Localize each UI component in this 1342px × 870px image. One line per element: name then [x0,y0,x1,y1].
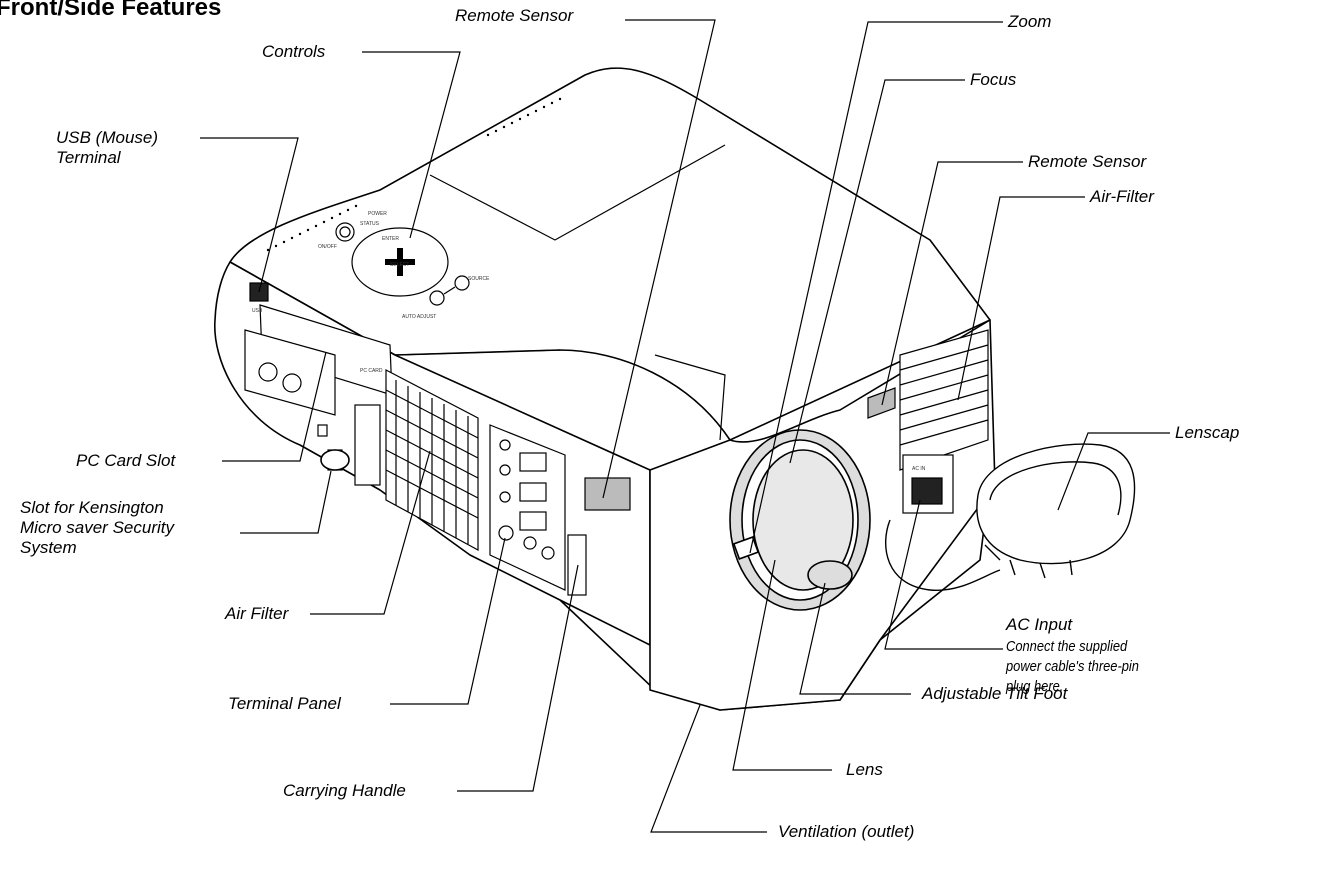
marking-pc-card: PC CARD [360,368,383,374]
leader-zoom [749,21,1003,554]
label-adjustable-tilt-foot: Adjustable Tilt Foot [922,684,1068,703]
leader-focus [789,79,965,464]
page-title: Front/Side Features [0,0,222,21]
source-button [454,275,470,291]
leader-terminal-panel [390,537,506,705]
projector-top-surface [229,67,991,441]
leader-usb [200,137,299,293]
leader-ac-input [884,499,1003,650]
label-kensington-line2: Micro saver Security [20,518,174,537]
label-terminal-panel: Terminal Panel [228,694,341,713]
label-carrying-handle: Carrying Handle [283,781,406,800]
label-ventilation: Ventilation (outlet) [778,822,915,841]
on-off-button [335,222,355,242]
lens-glass [752,449,854,591]
marking-enter: ENTER [382,236,399,242]
label-ac-input: AC Input [1006,615,1073,634]
marking-power: POWER [368,211,387,217]
leader-air-filter [310,450,431,615]
leader-remote-sensor-top [602,19,716,499]
label-air-filter-right: Air-Filter [1090,187,1154,206]
label-remote-sensor-right: Remote Sensor [1028,152,1147,171]
marking-select: SELECT [390,262,409,268]
leader-air-filter-right [957,196,1085,401]
marking-usb: USB [252,308,263,314]
label-air-filter: Air Filter [225,604,289,623]
label-ac-input-note: Connect the supplied power cable's three… [1006,638,1139,695]
leader-controls [362,51,461,239]
leader-pc-card [222,351,327,462]
marking-ac-in: AC IN [912,466,926,472]
label-pc-card-slot: PC Card Slot [76,451,176,470]
leader-ventilation [650,704,767,833]
leader-remote-sensor-right [881,161,1023,406]
lenscap-strap [884,519,1001,591]
label-remote-sensor-top: Remote Sensor [455,6,574,25]
tilt-foot-drawing [807,560,853,590]
label-controls: Controls [262,42,326,61]
label-usb-line1: USB (Mouse) [56,128,159,147]
label-zoom: Zoom [1008,12,1052,31]
label-kensington-line1: Slot for Kensington [20,498,164,517]
auto-adjust-button [429,290,445,306]
label-usb-terminal: USB (Mouse) Terminal [56,128,158,168]
label-focus: Focus [970,70,1017,89]
label-lens: Lens [846,760,883,779]
marking-on-off: ON/OFF [318,244,337,250]
label-usb-line2: Terminal [56,148,121,167]
marking-source: SOURCE [468,276,490,282]
leader-lens [732,559,832,771]
lenscap-drawing [976,443,1136,565]
air-filter-right-grille [899,329,989,471]
remote-sensor-window-front [584,477,631,511]
leader-lenscap [1057,432,1170,511]
leader-kensington [240,470,332,534]
label-lenscap: Lenscap [1175,423,1240,442]
leader-carrying-handle [457,564,579,792]
label-kensington-line3: System [20,538,77,557]
select-pad [351,227,449,297]
marking-auto-adjust: AUTO ADJUST [402,314,436,320]
leader-tilt-foot [799,582,911,695]
remote-sensor-window-right [867,387,896,419]
label-kensington-slot: Slot for Kensington Micro saver Security… [20,498,174,558]
marking-status: STATUS [360,221,380,227]
